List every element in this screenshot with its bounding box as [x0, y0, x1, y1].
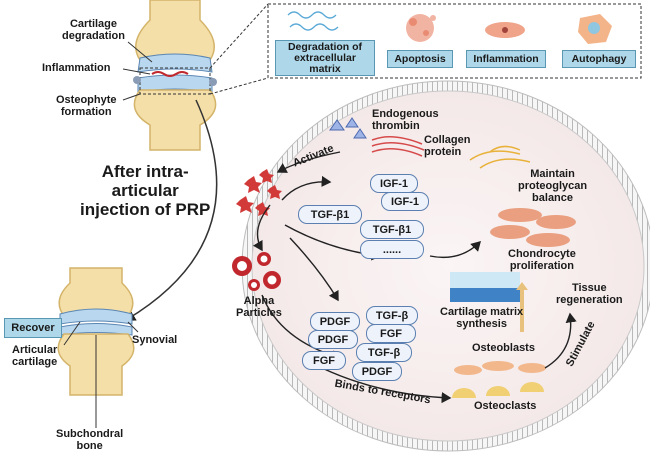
label-inflammation: Inflammation	[42, 62, 111, 74]
label-osteophyte-formation: Osteophyte formation	[56, 94, 117, 118]
label-degradation-ecm: Degradation of extracellular matrix	[275, 40, 375, 76]
factor-igf1: IGF-1	[370, 174, 418, 193]
factor-tgfb: TGF-β	[366, 306, 418, 325]
label-cartilage-degradation: Cartilage degradation	[62, 18, 125, 42]
inflammation-cell-icon	[485, 22, 525, 38]
label-inflammation-box: Inflammation	[466, 50, 546, 68]
factor-fgf: FGF	[366, 324, 416, 343]
factor-tgfb1: TGF-β1	[360, 220, 424, 239]
alpha-granules-icon	[232, 252, 281, 291]
collagen-fiber-icon	[371, 136, 425, 157]
center-title: After intra- articular injection of PRP	[80, 162, 211, 219]
label-chondrocyte-proliferation: Chondrocyte proliferation	[508, 248, 576, 272]
activated-platelets-icon	[236, 169, 282, 216]
pointer-line	[122, 93, 141, 101]
factor-fgf: FGF	[302, 351, 346, 370]
label-synovial: Synovial	[132, 334, 178, 346]
pointer-line	[127, 41, 153, 63]
factor-tgfb1: TGF-β1	[298, 205, 362, 224]
label-subchondral-bone: Subchondral bone	[56, 428, 124, 452]
label-cartilage-matrix-synthesis: Cartilage matrix synthesis	[440, 306, 524, 330]
pointer-line	[63, 321, 81, 346]
pointer-line	[127, 321, 139, 333]
label-alpha-particles: Alpha Particles	[236, 295, 282, 319]
label-apoptosis: Apoptosis	[387, 50, 453, 68]
factor-pdgf: PDGF	[352, 362, 402, 381]
factor-pdgf: PDGF	[308, 330, 358, 349]
zoom-line	[209, 77, 269, 95]
damaged-knee-illustration	[133, 0, 217, 151]
recover-badge: Recover	[4, 318, 62, 338]
label-osteoclasts: Osteoclasts	[474, 400, 537, 412]
factor-tgfb: TGF-β	[356, 343, 412, 362]
apoptosis-cell-icon	[406, 14, 436, 42]
tissue-regeneration-icon	[516, 282, 528, 332]
factor-pdgf: PDGF	[310, 312, 360, 331]
label-tissue-regeneration: Tissue regeneration	[556, 282, 623, 306]
pointer-line	[122, 68, 151, 75]
label-osteoblasts: Osteoblasts	[472, 342, 535, 354]
factor-more: ......	[360, 240, 424, 259]
autophagy-cell-icon	[578, 14, 612, 44]
osteoblasts-icon	[454, 361, 546, 375]
factor-igf1: IGF-1	[381, 192, 429, 211]
thrombin-icon	[329, 117, 367, 139]
matrix-synthesis-icon	[450, 272, 520, 302]
chondrocyte-icon	[490, 208, 576, 247]
treatment-arrow	[124, 99, 218, 321]
label-autophagy: Autophagy	[562, 50, 636, 68]
proteoglycan-icon	[469, 145, 531, 169]
label-collagen-protein: Collagen protein	[424, 134, 471, 158]
ecm-fibers-icon	[287, 11, 339, 31]
osteoclasts-icon	[452, 382, 544, 398]
label-articular-cartilage: Articular cartilage	[12, 344, 58, 368]
zoom-line	[209, 3, 269, 69]
label-endogenous-thrombin: Endogenous thrombin	[372, 108, 439, 132]
label-maintain-proteoglycan: Maintain proteoglycan balance	[518, 168, 588, 204]
